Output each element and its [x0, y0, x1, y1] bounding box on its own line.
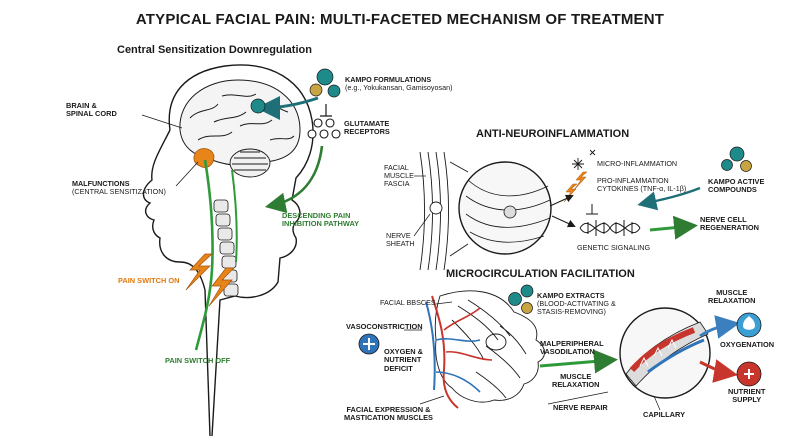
kampo-dot-icon: [327, 84, 341, 98]
face-muscles: [434, 290, 545, 403]
capillary-vessel: [625, 321, 709, 387]
head-profile: [142, 64, 314, 436]
anti-heading: ANTI-NEUROINFLAMMATION: [476, 128, 630, 140]
vasodilation-arrow: [539, 349, 618, 374]
fascia-panel: [419, 151, 469, 271]
inhibition-mark: [320, 104, 332, 117]
kampo-dot-icon: [508, 292, 522, 306]
magnified-fibers: [465, 179, 551, 243]
kampo-dot-icon: [740, 160, 752, 172]
kampo-dot-icon: [316, 68, 334, 86]
central-heading: Central Sensitization Downregulation: [117, 44, 312, 56]
cerebellum: [229, 148, 271, 178]
kampo-dot-icon: [520, 284, 534, 298]
malfunction-label: MALFUNCTIONS(CENTRAL SENSITIZATION): [72, 179, 166, 197]
glutamate-receptor-icon: [307, 118, 341, 139]
micro-heading: MICROCIRCULATION FACILITATION: [446, 268, 635, 280]
genetic-label: GENETIC SIGNALING: [577, 243, 651, 252]
descending-arrow: [264, 145, 324, 214]
face-vessels: [425, 295, 493, 409]
lightning-icon: [563, 183, 578, 203]
expression-muscles-label: FACIAL EXPRESSION &MASTICATION MUSCLES: [344, 405, 433, 423]
nerve-repair-label: NERVE REPAIR: [553, 403, 608, 412]
kampo-extracts-label: KAMPO EXTRACTS(BLOOD-ACTIVATING &STASIS-…: [537, 291, 616, 317]
spinal-column: [213, 199, 239, 297]
facial-vessels-label: FACIAL BBSCES: [380, 298, 436, 307]
dna-helix-icon: [579, 220, 641, 236]
brain-label: BRAIN &SPINAL CORD: [66, 101, 117, 119]
diagram-title: ATYPICAL FACIAL PAIN: MULTI-FACETED MECH…: [135, 11, 665, 28]
lightning-icon: [208, 267, 235, 307]
oxygenation-label: OXYGENATION: [720, 340, 775, 349]
kampo-formulations-label: KAMPO FORMULATIONS(e.g., Yokukansan, Gam…: [345, 75, 453, 93]
pain-off-label: PAIN SWITCH OFF: [165, 356, 231, 365]
kampo-to-brain-arrow: [256, 95, 319, 120]
lightning-icon: [185, 253, 213, 291]
kampo-dot-icon: [309, 83, 323, 97]
pain-on-label: PAIN SWITCH ON: [118, 276, 180, 285]
lightning-icon: [573, 171, 588, 191]
magnified-nerve-circle: [458, 161, 552, 255]
kampo-dot-icon: [721, 159, 733, 171]
kampo-dot-icon: [729, 146, 745, 162]
micro-inflammation-icon: [572, 149, 596, 170]
thalamus-highlight: [193, 148, 215, 168]
capillary-label: CAPILLARY: [643, 410, 686, 419]
vasoconstriction-label: VASOCONSTRICTION: [346, 322, 423, 331]
micro-inflammation-label: MICRO-INFLAMMATION: [597, 159, 678, 168]
spinal-cord-pathway: [194, 159, 214, 351]
kampo-dot-icon: [521, 302, 533, 314]
descending-pathway-line: [231, 169, 238, 263]
